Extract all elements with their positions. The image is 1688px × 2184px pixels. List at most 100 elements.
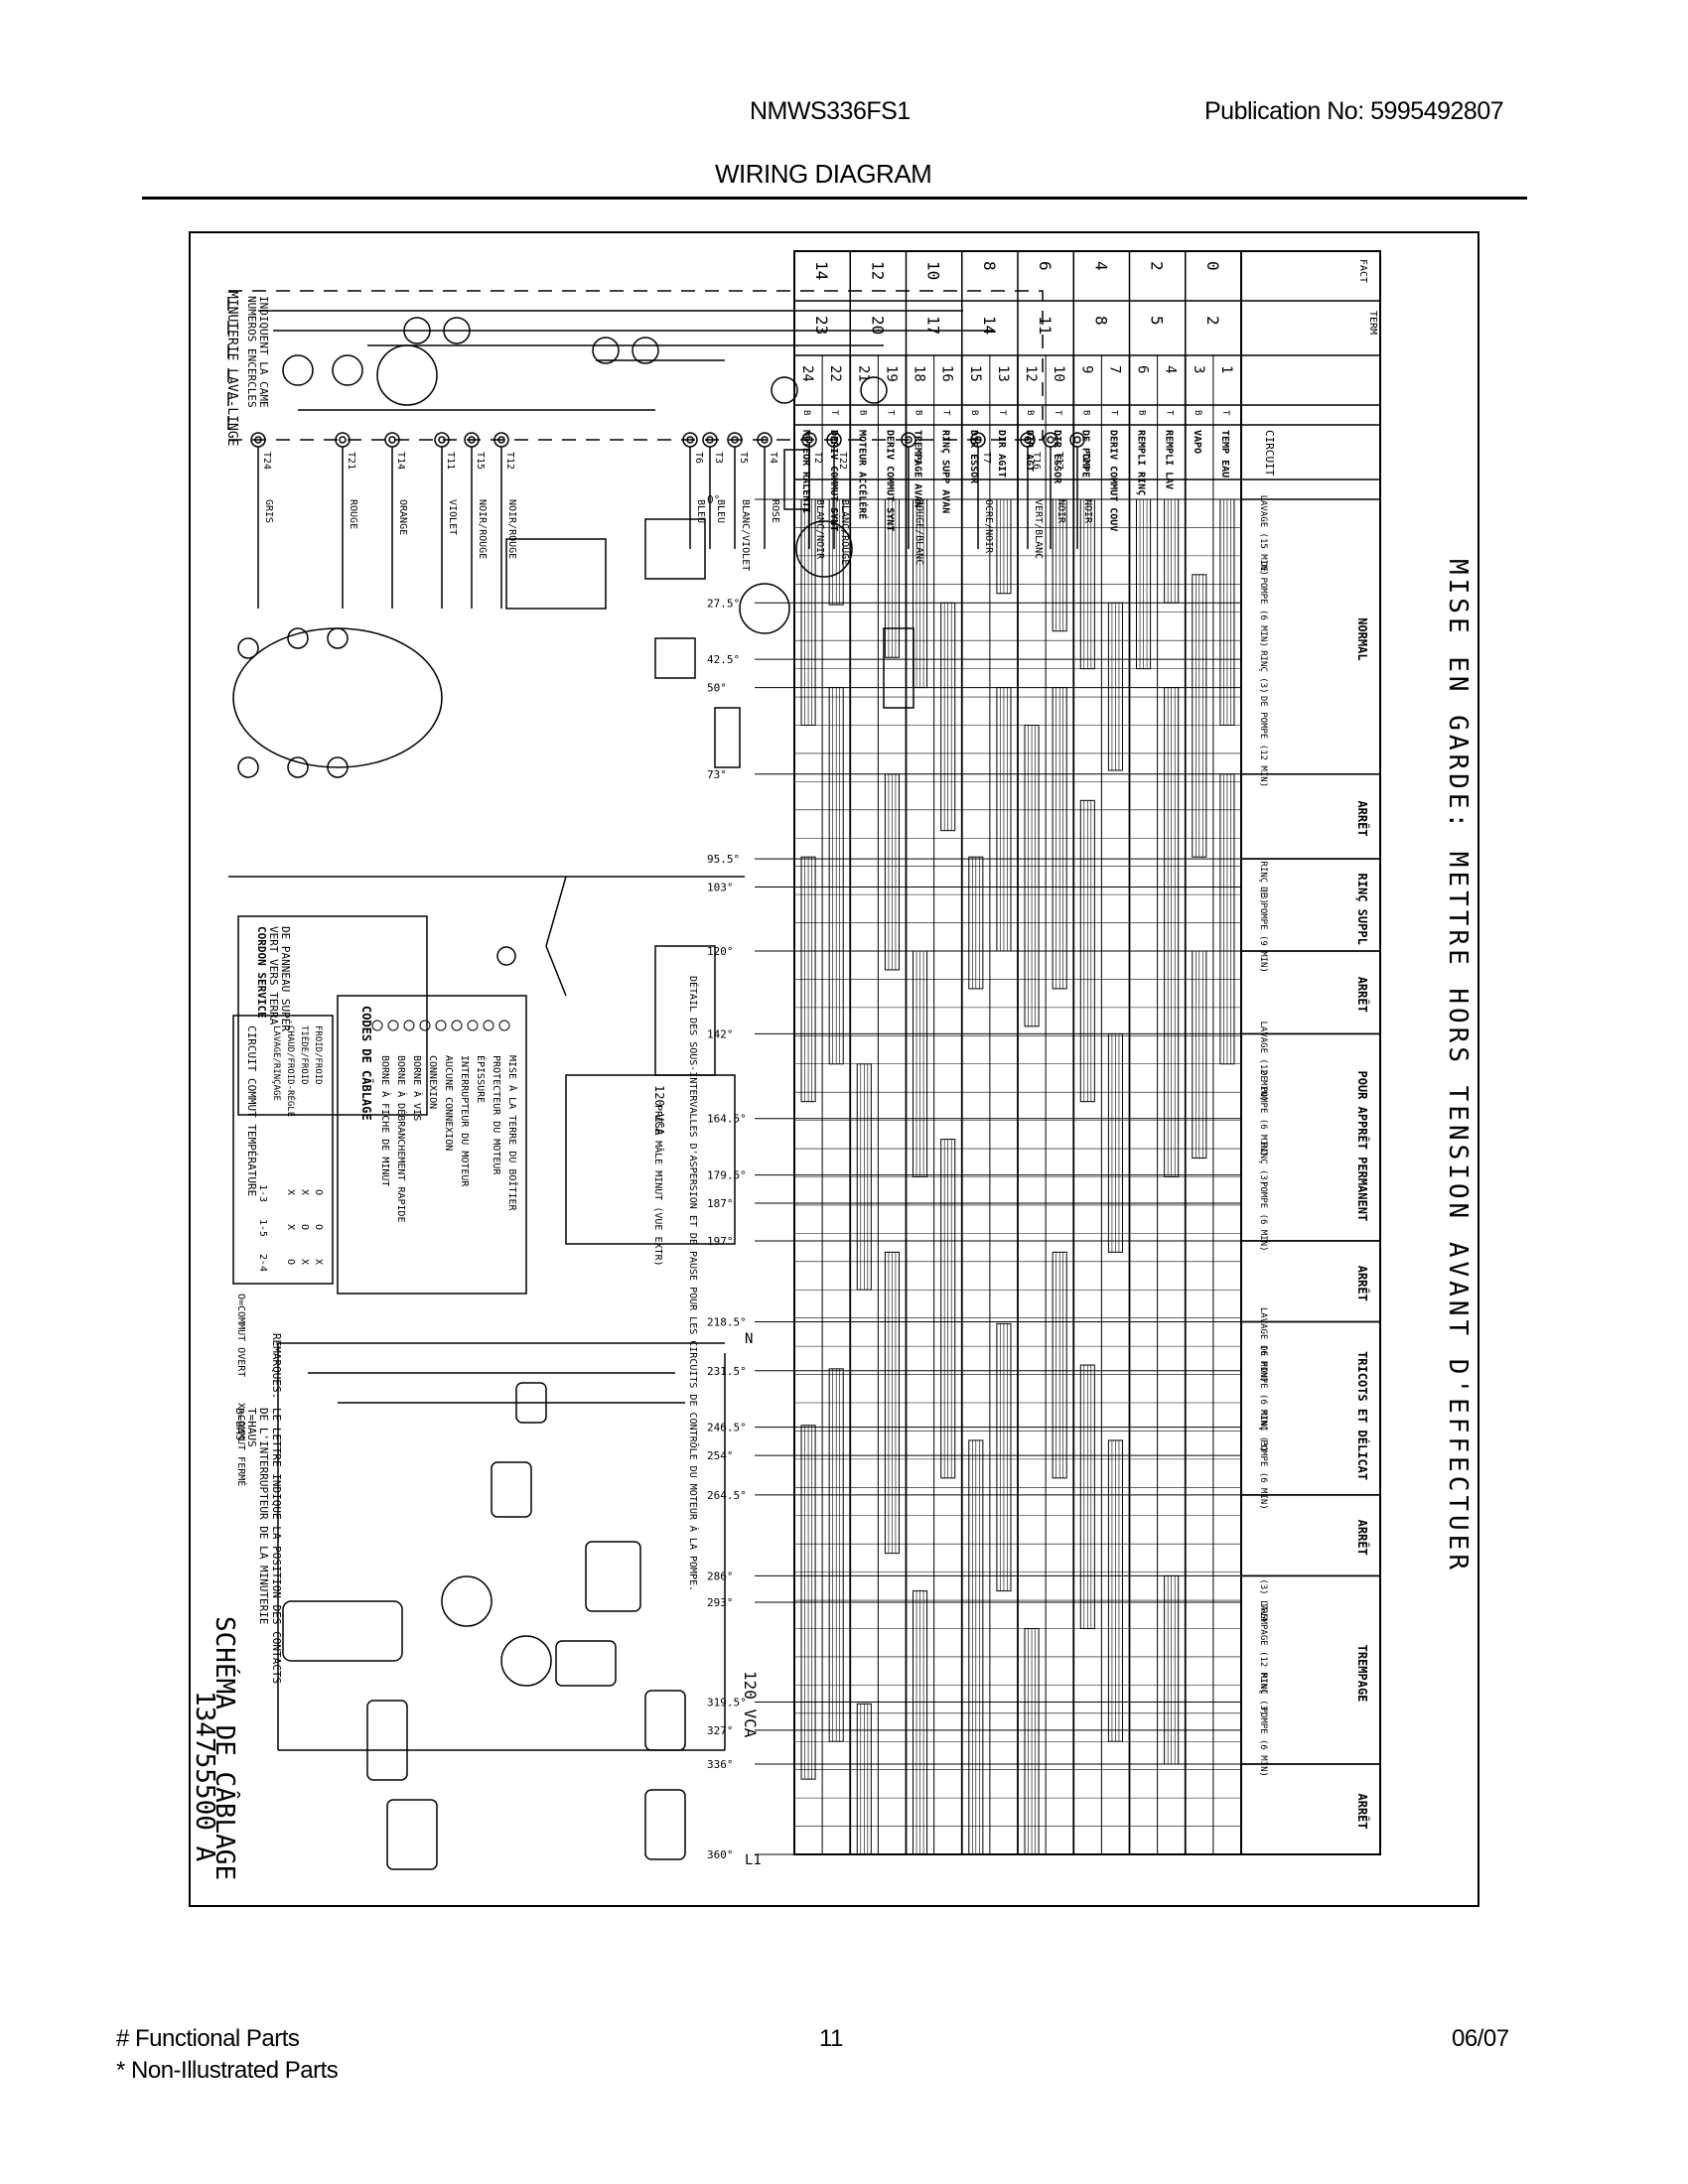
terminal-label: T24 [261, 452, 272, 470]
degree-label: 164.5° [707, 1113, 747, 1126]
line-label: L1 [745, 1852, 762, 1868]
circuit-name: DERIV COMMUT COUV [1107, 430, 1118, 531]
circuit-name: MOTEUR ACCÉLÉRÉ [856, 430, 869, 519]
degree-label: 27.5° [707, 597, 740, 610]
footer-date: 06/07 [1452, 2025, 1509, 2052]
diagram-labels: MINUTERIE LAVA-LINGE NUMEROS ENCERCLES I… [190, 291, 762, 1880]
degree-label: 179.5° [707, 1169, 747, 1182]
degree-label: 336° [707, 1758, 734, 1771]
wiring-code-item: MISE À LA TERRE DU BOÎTIER [506, 1055, 519, 1212]
cycle-name: ARRÊT [1355, 1520, 1370, 1556]
terminal-label: T15 [475, 452, 486, 470]
wiring-code-item: BORNE À FICHE DE MINUT [379, 1055, 392, 1186]
cycle-name: ARRÊT [1355, 800, 1370, 836]
circuit-conn: T [885, 410, 895, 416]
circuit-conn: B [969, 410, 979, 415]
spray-note: DÉTAIL DES SOUS-INTERVALLES D'ASPERSION … [687, 976, 700, 1591]
circuit-name: RINÇ SUPP AVAN [940, 430, 951, 513]
circuit-conn: B [801, 410, 811, 415]
terminal-label: T5 [738, 452, 749, 464]
remarks-line-4: B=BAS [233, 1408, 246, 1440]
circuit-fixe: 16 [939, 365, 955, 382]
codes-title: CODES DE CÂBLAGE [359, 1006, 374, 1121]
degree-label: 327° [707, 1724, 734, 1737]
degree-label: 360° [707, 1848, 734, 1861]
fixe-number: 8 [1091, 316, 1110, 326]
wire-color-label: BLANC/ROUGE [839, 499, 850, 565]
wire-color-label: OCRE/NOIR [983, 499, 994, 554]
circuit-name: VAPO [1192, 430, 1202, 454]
circuit-name: DERIV COMMUT SYNT [828, 430, 839, 531]
circuit-conn: B [1080, 410, 1090, 415]
circuit-fixe: 7 [1106, 365, 1122, 373]
header-divider [142, 197, 1527, 200]
circuit-fixe: 13 [995, 365, 1011, 382]
degree-label: 286° [707, 1570, 734, 1582]
circuit-name: REMPLI LAV [1164, 430, 1175, 489]
terminal-label: T2 [812, 452, 823, 464]
wiring-code-item: CONNEXION [427, 1055, 438, 1109]
temp-table-title: CIRCUIT COMMUT TEMPÉRATURE [245, 1025, 258, 1196]
degree-label: 103° [707, 882, 734, 894]
cycle-step: RINÇ (3) [1258, 862, 1268, 904]
circuit-conn: T [1220, 410, 1230, 416]
degree-label: 42.5° [707, 653, 740, 666]
model-number: NMWS336FS1 [750, 97, 911, 125]
wiring-code-item: ÉPISSURE [475, 1055, 488, 1103]
remarks-title: REMARQUES: [270, 1333, 283, 1399]
cycle-name: ARRÊT [1355, 1266, 1370, 1301]
service-cord-line1: VERT VERS TERRA [267, 926, 280, 1025]
circuit-conn: T [1053, 410, 1062, 416]
wire-color-label: NOIR/ROUGE [477, 499, 488, 559]
service-voltage: 120 VCA [652, 1085, 666, 1136]
wire-color-label: BLEU [715, 499, 726, 523]
terminal-label: T22 [837, 452, 848, 470]
wiring-code-item: BORNE À VIS [411, 1055, 424, 1121]
circuit-name: REMPLI RINÇ [1136, 430, 1147, 495]
terminal-label: T21 [346, 452, 356, 470]
wire-color-label: GRIS [263, 499, 274, 523]
service-cord-title: CORDON SERVICE [255, 926, 268, 1019]
cycle-step: POMPE (6 MIN) [1258, 1439, 1268, 1509]
circuit-name: MOTEUR RALENTI [800, 430, 811, 513]
terminal-t21 [335, 432, 351, 448]
temp-col-header: 2-4 [257, 1254, 268, 1272]
publication-number: Publication No: 5995492807 [1204, 97, 1504, 125]
circuit-conn: T [1108, 410, 1118, 416]
wire-color-label: VIOLET [447, 499, 458, 535]
circuit-name: DIR ESSOR [1052, 430, 1062, 484]
temp-row-label: FROID/FROID [313, 1025, 323, 1085]
cycle-step: DE POMPE (6 MIN) [1258, 1070, 1268, 1157]
cycle-step: RINÇ (3) [1258, 650, 1268, 693]
temp-row-label: TIÈDE/FROID [299, 1025, 311, 1085]
wire-color-label: NOIR [1055, 499, 1066, 524]
timer-note-1: NUMEROS ENCERCLES [245, 296, 258, 408]
cycle-step: DE POMPE (6 MIN) [1258, 561, 1268, 647]
circuit-fixe: 9 [1078, 365, 1094, 373]
circuit-conn: B [914, 410, 923, 415]
terminal-label: T7 [981, 452, 992, 464]
cycle-step: DE POMPE (6 MIN) [1258, 1345, 1268, 1432]
cycle-block [1240, 1763, 1381, 1855]
neutral-label: N [745, 1331, 753, 1347]
fixe-number: 20 [868, 316, 887, 335]
degree-label: 218.5° [707, 1315, 747, 1328]
cycle-name: POUR APPRÊT PERMANENT [1355, 1070, 1370, 1221]
circuit-fixe: 22 [827, 365, 843, 382]
footer-functional-parts: # Functional Parts [116, 2025, 300, 2052]
degree-label: 319.5° [707, 1696, 747, 1708]
degree-label: 73° [707, 768, 727, 781]
wire-color-label: BLANC/NOIR [814, 499, 825, 560]
circuit-conn: B [1025, 410, 1035, 415]
circuit-fixe: 1 [1218, 365, 1234, 373]
fact-number: 4 [1091, 261, 1110, 271]
remarks-line-3: T=HAUS [245, 1408, 258, 1447]
circuit-header: CIRCUIT [1263, 430, 1276, 477]
temp-col-header: 1-3 [257, 1184, 268, 1202]
schema-title: SCHÉMA DE CÂBLAGE [210, 1616, 241, 1880]
terminal-label: T20 [1080, 452, 1091, 470]
